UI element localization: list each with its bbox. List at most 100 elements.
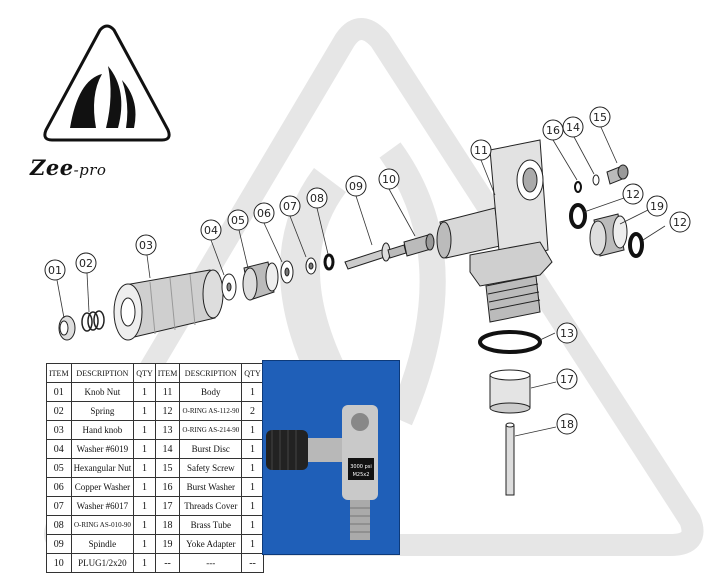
product-photo: 3000 psi M25x2 [262,360,400,555]
callout-07: 07 [283,200,297,213]
table-cell: 1 [241,534,264,554]
part-o-ring-112-b [628,232,644,258]
table-cell: Knob Nut [70,382,135,402]
table-cell: 09 [46,534,72,554]
table-cell: O-RING AS-214-90 [179,420,243,440]
table-cell: -- [154,553,181,573]
callout-18: 18 [560,418,574,431]
part-brass-tube [505,422,515,496]
table-cell: 1 [133,534,156,554]
callout-08: 08 [310,192,324,205]
part-plug [403,233,435,257]
callout-02: 02 [79,257,93,270]
table-cell: 1 [133,401,156,421]
table-cell: 1 [241,420,264,440]
brand-suffix: -pro [73,161,107,179]
callout-16: 16 [546,124,560,137]
callout-14: 14 [566,121,580,134]
callout-10: 10 [382,173,396,186]
table-cell: 1 [133,496,156,516]
part-valve-body [436,139,553,323]
part-o-ring-214 [478,330,542,354]
callout-09: 09 [349,180,363,193]
table-cell: 1 [133,439,156,459]
part-burst-washer [574,181,582,193]
table-cell: Body [179,382,243,402]
callout-01: 01 [48,264,62,277]
table-header-row: ITEM DESCRIPTION QTY ITEM DESCRIPTION QT… [46,363,264,383]
table-cell: -- [241,553,264,573]
callout-11: 11 [474,144,488,157]
callout-03: 03 [139,239,153,252]
table-cell: 1 [241,496,264,516]
table-cell: 03 [46,420,72,440]
table-cell: 1 [133,515,156,535]
table-cell: 17 [154,496,181,516]
callout-17: 17 [560,373,574,386]
table-cell: Threads Cover [179,496,243,516]
table-cell: 1 [241,458,264,478]
part-safety-screw [606,164,629,185]
table-cell: 19 [154,534,181,554]
part-threads-cover [489,369,531,414]
callout-19: 19 [650,200,664,213]
zee-pro-logo [43,24,171,142]
table-cell: Yoke Adapter [179,534,243,554]
part-burst-disc [592,174,600,186]
table-cell: Washer #6019 [70,439,135,459]
table-cell: 11 [154,382,181,402]
part-yoke-adapter [589,213,628,257]
table-cell: Copper Washer [70,477,135,497]
header-description: DESCRIPTION [179,363,243,383]
table-cell: 02 [46,401,72,421]
table-cell: 1 [133,553,156,573]
callouts [44,106,691,435]
table-cell: 04 [46,439,72,459]
table-cell: Brass Tube [179,515,243,535]
header-qty: QTY [241,363,264,383]
table-cell: 12 [154,401,181,421]
table-cell: Washer #6017 [70,496,135,516]
table-cell: 18 [154,515,181,535]
table-cell: 1 [241,439,264,459]
header-item: ITEM [46,363,72,383]
part-knob-nut [58,315,76,341]
table-cell: 13 [154,420,181,440]
callout-05: 05 [231,214,245,227]
table-cell: 08 [46,515,72,535]
parts-table: ITEM DESCRIPTION QTY ITEM DESCRIPTION QT… [46,363,264,573]
table-cell: 1 [241,515,264,535]
photo-label-pressure: 3000 psi [350,464,371,470]
table-cell: Burst Disc [179,439,243,459]
callout-12b: 12 [673,216,687,229]
table-cell: 1 [133,382,156,402]
table-cell: 01 [46,382,72,402]
part-washer-6017 [305,257,317,275]
part-o-ring-112-a [569,203,587,229]
table-cell: Spring [70,401,135,421]
table-cell: 14 [154,439,181,459]
table-cell: Safety Screw [179,458,243,478]
header-item: ITEM [154,363,181,383]
callout-04: 04 [204,224,218,237]
table-cell: 1 [241,382,264,402]
table-cell: 1 [133,477,156,497]
callout-06: 06 [257,207,271,220]
header-qty: QTY [133,363,156,383]
callout-13: 13 [560,327,574,340]
table-cell: 07 [46,496,72,516]
brand-name: Zee [30,155,74,180]
photo-label-thread: M25x2 [353,472,370,478]
brand-wordmark: Zee-pro [30,155,106,180]
table-cell: 16 [154,477,181,497]
table-cell: 1 [241,477,264,497]
table-cell: Hand knob [70,420,135,440]
part-hexangular-nut [242,261,279,301]
table-cell: 15 [154,458,181,478]
header-description: DESCRIPTION [70,363,135,383]
